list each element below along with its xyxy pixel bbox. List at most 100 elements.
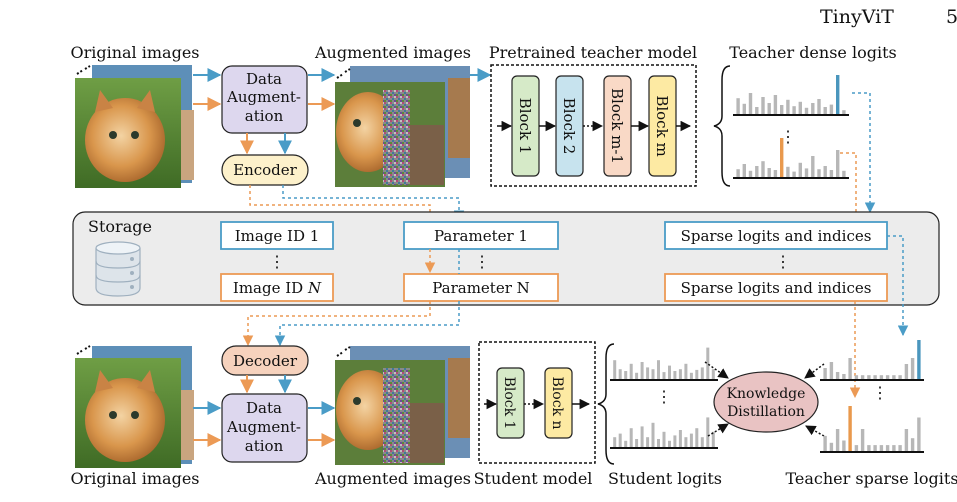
- logit-bar: [885, 375, 890, 380]
- teacher-dense-logits-chart-2: [733, 138, 849, 179]
- logit-bar: [706, 347, 710, 380]
- teacher-sparse-ellipsis: ⋮: [872, 383, 888, 402]
- knowledge-distillation-line1: Knowledge: [727, 386, 806, 402]
- logit-bar: [823, 166, 827, 178]
- logit-bar: [711, 431, 715, 448]
- parameter-n-label: Parameter N: [432, 279, 530, 297]
- logit-bar: [742, 103, 746, 115]
- image-id-1-box: [220, 221, 334, 250]
- logit-bar: [662, 431, 666, 448]
- teacher-dense-logits-chart-1: [733, 75, 849, 116]
- logit-bar: [860, 375, 865, 380]
- logit-bar: [792, 106, 796, 115]
- storage-ellipsis-2: ⋮: [474, 252, 490, 271]
- logit-bar: [842, 440, 846, 452]
- logit-bar: [804, 107, 809, 115]
- logit-bar: [904, 364, 909, 380]
- logit-bar: [678, 369, 682, 380]
- logit-bar: [773, 95, 778, 115]
- student-model-box: [478, 341, 596, 464]
- logit-bar: [842, 170, 846, 178]
- logit-bar: [867, 445, 871, 452]
- encoder-box: [221, 154, 309, 186]
- logit-bar: [873, 445, 877, 452]
- logit-bar: [767, 168, 771, 178]
- logit-bar: [689, 433, 693, 448]
- label-original-images-bottom: Original images: [70, 469, 199, 488]
- brace-teacher-dense: [713, 65, 731, 187]
- logit-bar: [829, 362, 834, 380]
- logit-bar: [892, 445, 896, 452]
- sparse-logits-1-box: [664, 221, 888, 250]
- student-logits-chart-1: [610, 347, 718, 381]
- logit-bar: [635, 372, 639, 380]
- data-augmentation-box-top: [221, 65, 308, 134]
- logit-bar: [678, 430, 682, 448]
- teacher-block-2-label: Block 2: [560, 98, 578, 155]
- data-augmentation-line1-bottom: Data: [246, 399, 282, 417]
- storage-ellipsis-3: ⋮: [775, 252, 791, 271]
- label-augmented-images-bottom: Augmented images: [314, 469, 471, 488]
- decoder-box: [221, 345, 309, 376]
- student-logits-chart-2: [610, 417, 718, 449]
- sparse-logits-n-label: Sparse logits and indices: [681, 279, 872, 297]
- header-title: TinyViT: [820, 6, 894, 28]
- logit-bar: [792, 171, 796, 178]
- logit-bar: [829, 104, 834, 115]
- logit-bar: [836, 150, 840, 178]
- parameter-1-label: Parameter 1: [434, 227, 528, 245]
- logit-bar: [736, 169, 740, 178]
- logit-bar: [854, 375, 859, 380]
- logit-bar: [829, 442, 834, 452]
- logit-bar: [842, 110, 846, 115]
- label-student-logits: Student logits: [608, 469, 722, 488]
- logit-bar: [885, 445, 890, 452]
- logit-bar: [657, 439, 660, 448]
- logit-bar: [811, 156, 815, 178]
- encoder-label: Encoder: [233, 161, 298, 179]
- knowledge-distillation-node: [713, 371, 819, 433]
- logit-bar: [854, 445, 859, 452]
- parameter-n-box: [403, 273, 559, 302]
- label-teacher-sparse-logits: Teacher sparse logits: [785, 469, 957, 488]
- logit-bar: [917, 417, 921, 452]
- logit-bar: [767, 103, 771, 115]
- logit-bar: [684, 363, 688, 380]
- storage-ellipsis-1: ⋮: [269, 252, 285, 271]
- logit-bar: [755, 107, 759, 115]
- logit-bar: [804, 168, 809, 178]
- label-teacher-dense-logits: Teacher dense logits: [729, 43, 896, 62]
- logit-bar: [657, 360, 660, 380]
- logit-bar: [761, 97, 765, 115]
- logit-bar: [780, 138, 784, 178]
- logit-bar: [811, 103, 815, 115]
- logit-bar: [646, 367, 650, 380]
- teacher-block-m-label: Block m: [653, 95, 671, 156]
- data-augmentation-line2-top: Augment-: [226, 88, 301, 106]
- logit-bar: [689, 372, 693, 380]
- teacher-block-1-label: Block 1: [516, 98, 534, 155]
- database-icon: [95, 241, 141, 297]
- logit-bar: [673, 435, 677, 448]
- image-id-1-label: Image ID 1: [235, 227, 320, 245]
- image-id-n-label: Image ID N: [233, 279, 322, 297]
- logit-bar: [848, 406, 852, 452]
- student-block-1-label: Block 1: [501, 377, 517, 430]
- logit-bar: [640, 362, 644, 380]
- logit-bar: [910, 358, 915, 380]
- logit-bar: [798, 162, 802, 178]
- logit-bar: [651, 422, 655, 448]
- logit-bar: [624, 440, 628, 448]
- logit-bar: [668, 365, 671, 380]
- logit-bar: [823, 435, 827, 452]
- logit-bar: [695, 428, 699, 448]
- logit-bar: [817, 169, 821, 178]
- logit-bar: [910, 438, 915, 452]
- label-student-model: Student model: [474, 469, 593, 488]
- student-block-1: [496, 367, 525, 439]
- logit-bar: [898, 375, 902, 380]
- brace-student: [597, 343, 615, 465]
- parameter-1-box: [403, 221, 559, 250]
- label-augmented-images-top: Augmented images: [314, 43, 471, 62]
